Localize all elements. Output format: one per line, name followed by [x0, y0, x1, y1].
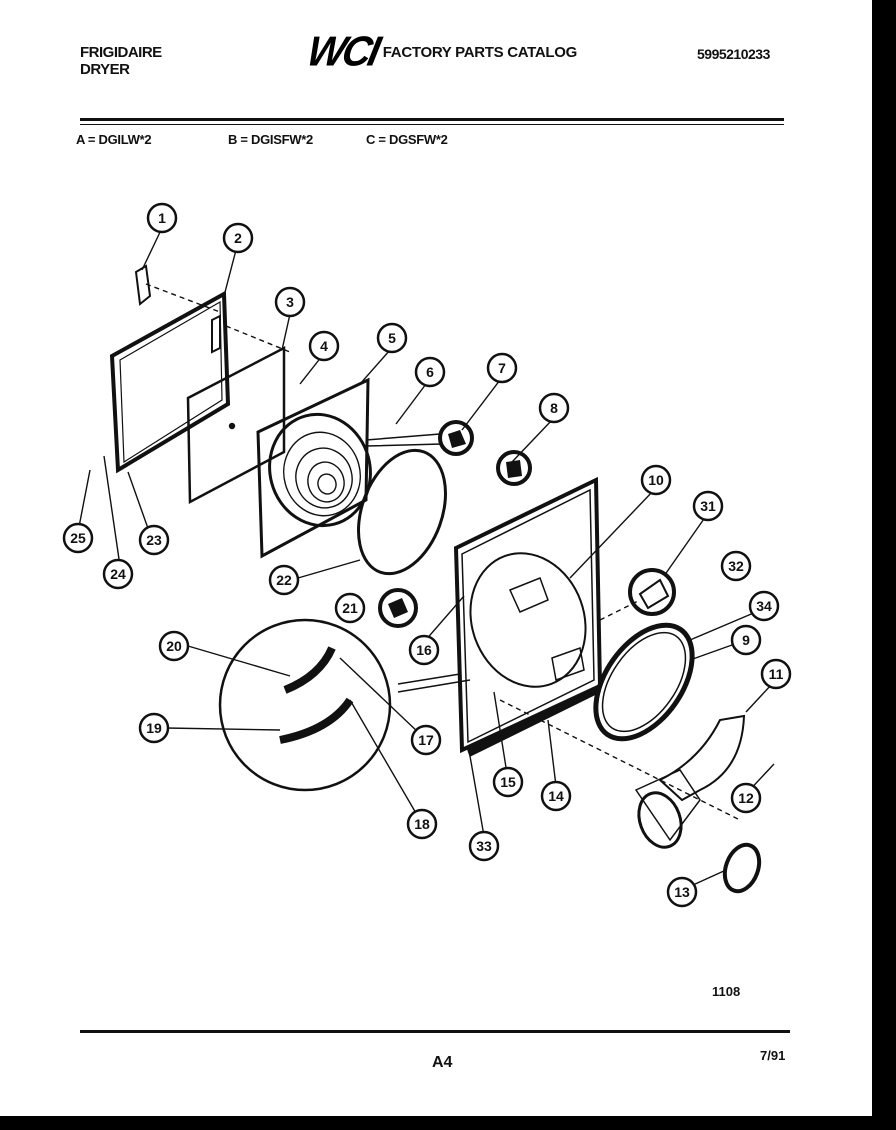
- callout-label: 21: [342, 600, 358, 616]
- part-number: 5995210233: [697, 46, 770, 62]
- part31-icon: [628, 568, 676, 616]
- callout-7: 7: [486, 352, 518, 384]
- page-border-right: [872, 0, 896, 1130]
- model-c: C = DGSFW*2: [366, 132, 448, 147]
- callout-25: 25: [62, 522, 94, 554]
- model-a: A = DGILW*2: [76, 132, 152, 147]
- callout-label: 31: [700, 498, 716, 514]
- callout-33: 33: [468, 830, 500, 862]
- callout-4: 4: [308, 330, 340, 362]
- callout-label: 13: [674, 884, 690, 900]
- callout-14: 14: [540, 780, 572, 812]
- door-outer-part: [109, 290, 231, 474]
- callout-19: 19: [138, 712, 170, 744]
- callout-10: 10: [640, 464, 672, 496]
- brand-block: FRIGIDAIRE DRYER: [80, 44, 162, 78]
- exhaust-duct-part: [658, 714, 746, 802]
- callout-8: 8: [538, 392, 570, 424]
- callout-5: 5: [376, 322, 408, 354]
- callout-label: 12: [738, 790, 754, 806]
- callout-20: 20: [158, 630, 190, 662]
- callout-label: 32: [728, 558, 744, 574]
- callout-label: 25: [70, 530, 86, 546]
- callout-label: 9: [742, 632, 750, 648]
- page-border-bottom: [0, 1116, 896, 1130]
- part7-icon: [438, 420, 474, 456]
- callout-label: 16: [416, 642, 432, 658]
- revision-date: 7/91: [760, 1048, 786, 1063]
- header-rule: [80, 118, 784, 121]
- callout-11: 11: [760, 658, 792, 690]
- page-id: A4: [432, 1054, 453, 1071]
- footer-rule: [80, 1030, 790, 1033]
- catalog-title: FACTORY PARTS CATALOG: [382, 43, 578, 61]
- callout-label: 11: [769, 666, 784, 682]
- part21-icon: [378, 588, 418, 628]
- callout-label: 2: [234, 230, 242, 246]
- callout-13: 13: [666, 876, 698, 908]
- callout-label: 1: [158, 210, 166, 226]
- header-rule-thin: [80, 124, 784, 125]
- callout-label: 24: [110, 566, 126, 582]
- callout-label: 18: [414, 816, 430, 832]
- rear-bulkhead-part: [256, 377, 370, 559]
- callout-21: 21: [334, 592, 366, 624]
- callout-18: 18: [406, 808, 438, 840]
- callout-2: 2: [222, 222, 254, 254]
- drawing-code: 1108: [712, 984, 741, 999]
- callout-1: 1: [146, 202, 178, 234]
- callout-31: 31: [692, 490, 724, 522]
- callout-label: 5: [388, 330, 396, 346]
- callout-32: 32: [720, 550, 752, 582]
- callout-label: 10: [648, 472, 664, 488]
- callout-23: 23: [138, 524, 170, 556]
- callout-34: 34: [748, 590, 780, 622]
- callout-17: 17: [410, 724, 442, 756]
- callout-label: 6: [426, 364, 434, 380]
- callout-9: 9: [730, 624, 762, 656]
- callout-22: 22: [268, 564, 300, 596]
- product-type: DRYER: [80, 61, 130, 78]
- callout-label: 15: [500, 774, 516, 790]
- callout-label: 33: [476, 838, 492, 854]
- model-b: B = DGISFW*2: [228, 132, 313, 147]
- detail-inset: [218, 618, 392, 792]
- catalog-header: WCI FACTORY PARTS CATALOG: [303, 29, 578, 75]
- callout-16: 16: [408, 634, 440, 666]
- callout-label: 7: [498, 360, 506, 376]
- callout-3: 3: [274, 286, 306, 318]
- callout-label: 23: [146, 532, 162, 548]
- callout-label: 19: [146, 720, 162, 736]
- callout-label: 14: [548, 788, 564, 804]
- callout-label: 4: [320, 338, 328, 354]
- callout-12: 12: [730, 782, 762, 814]
- callout-label: 8: [550, 400, 558, 416]
- callout-15: 15: [492, 766, 524, 798]
- door-panel-part: [186, 345, 286, 505]
- callout-label: 17: [418, 732, 434, 748]
- callout-6: 6: [414, 356, 446, 388]
- callout-label: 3: [286, 294, 294, 310]
- part8-icon: [496, 450, 532, 486]
- callout-label: 22: [276, 572, 292, 588]
- callout-label: 20: [166, 638, 182, 654]
- brand-name: FRIGIDAIRE: [80, 44, 162, 61]
- callout-label: 34: [756, 598, 772, 614]
- callout-24: 24: [102, 558, 134, 590]
